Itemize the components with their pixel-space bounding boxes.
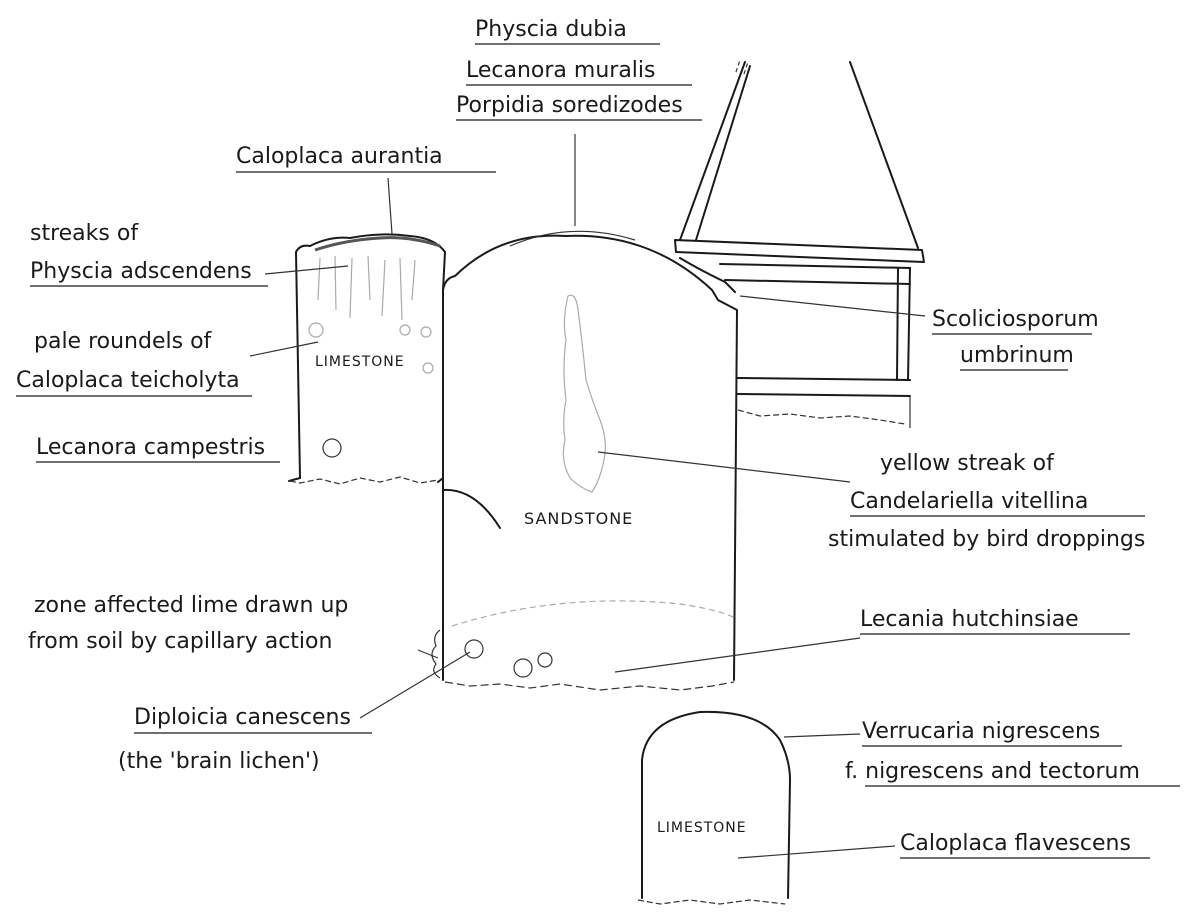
label-lecanora-campestris: Lecanora campestris [36, 435, 265, 460]
label-umbrinum: umbrinum [960, 343, 1074, 368]
physcia-streaks [318, 256, 415, 320]
label-lecania-hutchinsiae: Lecania hutchinsiae [860, 607, 1079, 632]
ground-line-tomb [738, 410, 905, 424]
label-scoliciosporum: Scoliciosporum [932, 307, 1099, 332]
label-pale-roundels: pale roundels of [34, 329, 213, 354]
label-streaks-of: streaks of [30, 221, 139, 246]
label-yellow-streak: yellow streak of [880, 451, 1055, 476]
label-diploicia-canescens: Diploicia canescens [134, 705, 351, 730]
bottom-limestone-headstone [638, 712, 790, 904]
ground-line-center [445, 682, 734, 690]
label-nigrescens-tectorum: f. nigrescens and tectorum [845, 759, 1140, 784]
stone-label-sandstone: SANDSTONE [524, 509, 633, 528]
label-caloplaca-flavescens: Caloplaca flavescens [900, 831, 1131, 856]
ground-line-bottom [638, 900, 785, 904]
label-physcia-dubia: Physcia dubia [475, 17, 627, 42]
label-zone-affected: zone affected lime drawn up [34, 593, 348, 618]
label-stimulated: stimulated by bird droppings [828, 527, 1145, 552]
label-verrucaria-nigrescens: Verrucaria nigrescens [862, 719, 1100, 744]
label-from-soil: from soil by capillary action [28, 629, 332, 654]
chest-tomb [675, 60, 924, 428]
label-caloplaca-teicholyta: Caloplaca teicholyta [16, 368, 240, 393]
central-sandstone-headstone [432, 231, 737, 690]
label-candelariella-vitellina: Candelariella vitellina [850, 489, 1088, 514]
label-lecanora-muralis: Lecanora muralis [466, 58, 656, 83]
label-porpidia-soredizodes: Porpidia soredizodes [456, 93, 683, 118]
candelariella-streak [563, 295, 605, 492]
lecanora-campestris-roundel [323, 439, 341, 457]
label-brain-lichen: (the 'brain lichen') [118, 749, 320, 774]
ground-line-left [290, 477, 438, 484]
label-physcia-adscendens: Physcia adscendens [30, 259, 252, 284]
stone-label-limestone-bottom: LIMESTONE [657, 820, 747, 836]
stone-label-limestone-left: LIMESTONE [315, 354, 405, 370]
label-caloplaca-aurantia: Caloplaca aurantia [236, 144, 443, 169]
lichen-labels: Physcia dubia Lecanora muralis Porpidia … [16, 17, 1180, 858]
diploicia-lobes [432, 630, 552, 678]
